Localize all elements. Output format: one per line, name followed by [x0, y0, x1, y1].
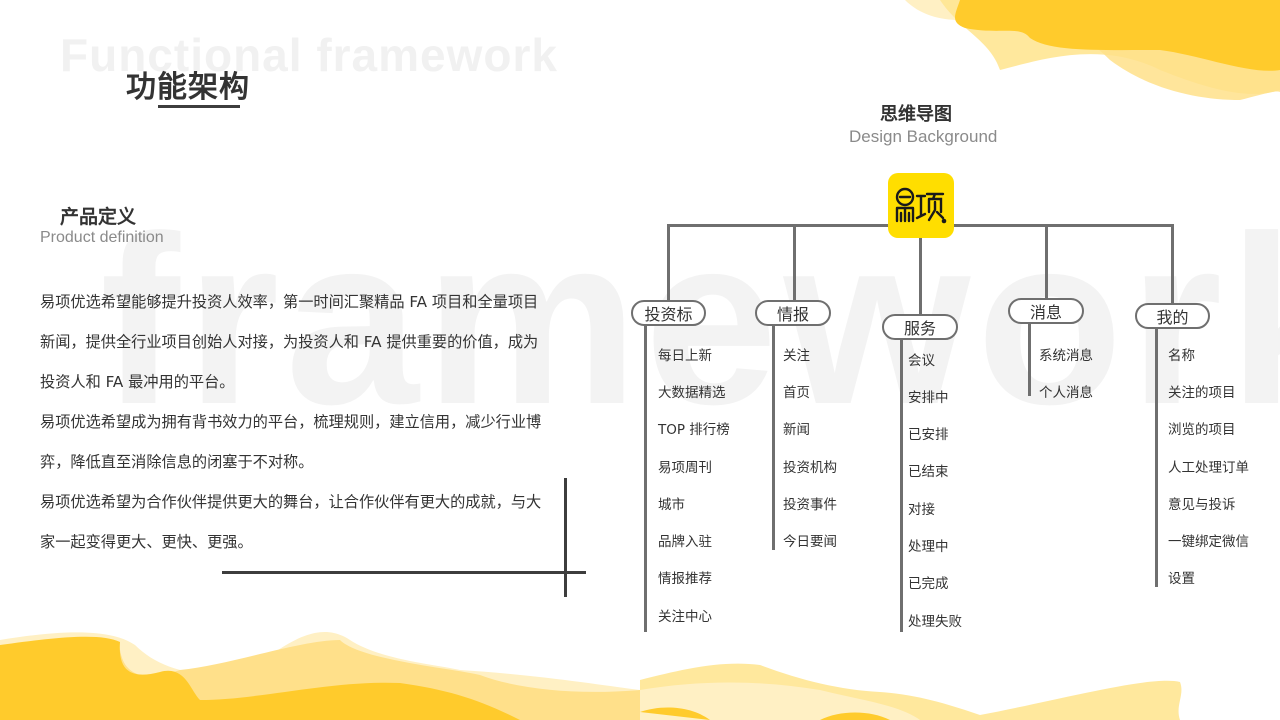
leaf-item[interactable]: 今日要闻 [783, 534, 837, 550]
leaf-item[interactable]: 浏览的项目 [1168, 422, 1236, 438]
connector-line [667, 224, 670, 301]
connector-line [793, 224, 796, 301]
leaf-item[interactable]: 已结束 [908, 464, 949, 480]
paragraph: 易项优选希望为合作伙伴提供更大的舞台，让合作伙伴有更大的成就，与大家一起变得更大… [40, 493, 542, 551]
leaf-item[interactable]: TOP 排行榜 [658, 422, 730, 438]
branch-node-intelligence[interactable]: 情报 [755, 300, 831, 326]
paragraph: 易项优选希望成为拥有背书效力的平台，梳理规则，建立信用，减少行业博弈，降低直至消… [40, 413, 542, 471]
leaf-item[interactable]: 关注的项目 [1168, 385, 1236, 401]
leaf-item[interactable]: 一键绑定微信 [1168, 534, 1249, 550]
page-title: 功能架构 [126, 70, 250, 105]
leaf-item[interactable]: 设置 [1168, 571, 1195, 587]
decorative-vertical-line [564, 478, 567, 597]
leaf-item[interactable]: 已安排 [908, 427, 949, 443]
connector-line [1045, 224, 1048, 299]
branch-line [1155, 329, 1158, 587]
leaf-item[interactable]: 新闻 [783, 422, 810, 438]
leaf-item[interactable]: 系统消息 [1039, 348, 1093, 364]
watermark-functional-framework: Functional framework [60, 29, 558, 81]
leaf-item[interactable]: 处理失败 [908, 614, 962, 630]
decorative-horizontal-line [222, 571, 586, 574]
product-definition-subtitle: Product definition [40, 229, 164, 246]
leaf-item[interactable]: 已完成 [908, 576, 949, 592]
leaf-item[interactable]: 易项周刊 [658, 460, 712, 476]
branch-node-investment[interactable]: 投资标 [631, 300, 706, 326]
leaf-item[interactable]: 投资事件 [783, 497, 837, 513]
leaf-item[interactable]: 关注中心 [658, 609, 712, 625]
leaf-item[interactable]: 对接 [908, 502, 935, 518]
leaf-item[interactable]: 意见与投诉 [1168, 497, 1236, 513]
yixiang-logo-icon [895, 187, 947, 223]
leaf-item[interactable]: 投资机构 [783, 460, 837, 476]
leaf-item[interactable]: 关注 [783, 348, 810, 364]
leaf-item[interactable]: 名称 [1168, 348, 1195, 364]
leaf-item[interactable]: 安排中 [908, 390, 949, 406]
branch-node-mine[interactable]: 我的 [1135, 303, 1210, 329]
leaf-item[interactable]: 品牌入驻 [658, 534, 712, 550]
leaf-item[interactable]: 情报推荐 [658, 571, 712, 587]
root-node-logo[interactable] [888, 173, 954, 238]
product-definition-title: 产品定义 [60, 206, 137, 228]
leaf-item[interactable]: 每日上新 [658, 348, 712, 364]
mindmap-subtitle: Design Background [849, 127, 998, 146]
mindmap-title: 思维导图 [880, 104, 952, 125]
branch-line [644, 326, 647, 632]
leaf-item[interactable]: 人工处理订单 [1168, 460, 1249, 476]
leaf-item[interactable]: 个人消息 [1039, 385, 1093, 401]
branch-node-service[interactable]: 服务 [882, 314, 958, 340]
connector-line [919, 236, 922, 315]
leaf-item[interactable]: 城市 [658, 497, 685, 513]
paragraph: 易项优选希望能够提升投资人效率，第一时间汇聚精品 FA 项目和全量项目新闻，提供… [40, 293, 539, 391]
title-underline [158, 105, 240, 108]
branch-line [1028, 324, 1031, 396]
branch-line [772, 326, 775, 550]
leaf-item[interactable]: 首页 [783, 385, 810, 401]
leaf-item[interactable]: 大数据精选 [658, 385, 726, 401]
leaf-item[interactable]: 会议 [908, 353, 935, 369]
product-definition-text: 易项优选希望能够提升投资人效率，第一时间汇聚精品 FA 项目和全量项目新闻，提供… [40, 282, 550, 562]
leaf-item[interactable]: 处理中 [908, 539, 949, 555]
branch-node-messages[interactable]: 消息 [1008, 298, 1084, 324]
connector-line [1171, 224, 1174, 304]
branch-line [900, 340, 903, 632]
